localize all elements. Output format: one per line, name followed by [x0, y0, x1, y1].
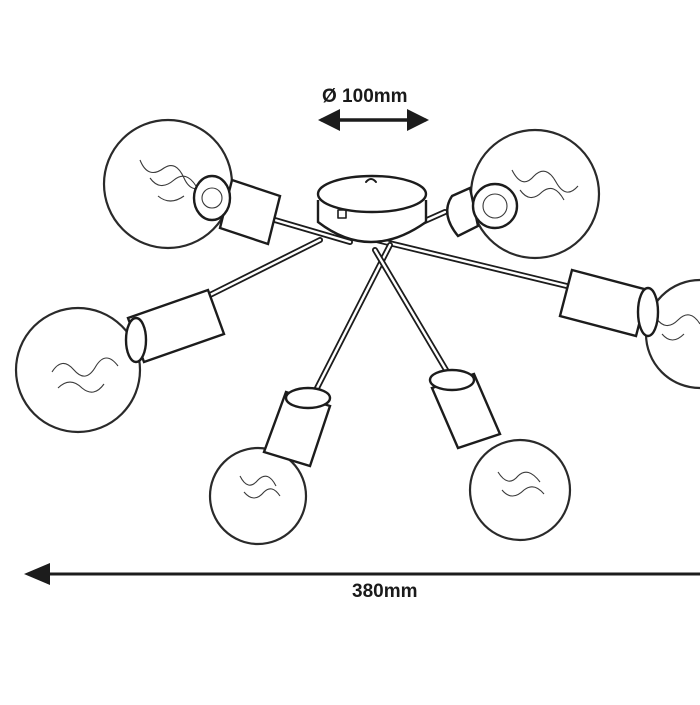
overall-width-label: 380mm: [352, 581, 418, 602]
canopy-dimension-arrow: [318, 109, 429, 131]
bulb-bottom-right: [468, 438, 572, 542]
bulb-left: [14, 306, 142, 434]
socket-bottom-left: [262, 386, 332, 468]
socket-left: [124, 288, 226, 364]
canopy-diameter-label: Ø 100mm: [322, 86, 408, 107]
socket-bottom-right: [428, 368, 502, 450]
socket-top-left: [192, 174, 282, 246]
socket-top-right: [446, 182, 519, 238]
overall-width-arrow: [24, 563, 700, 585]
socket-right: [558, 268, 660, 338]
ceiling-canopy: [316, 174, 428, 244]
bulb-bottom-left: [208, 446, 308, 546]
